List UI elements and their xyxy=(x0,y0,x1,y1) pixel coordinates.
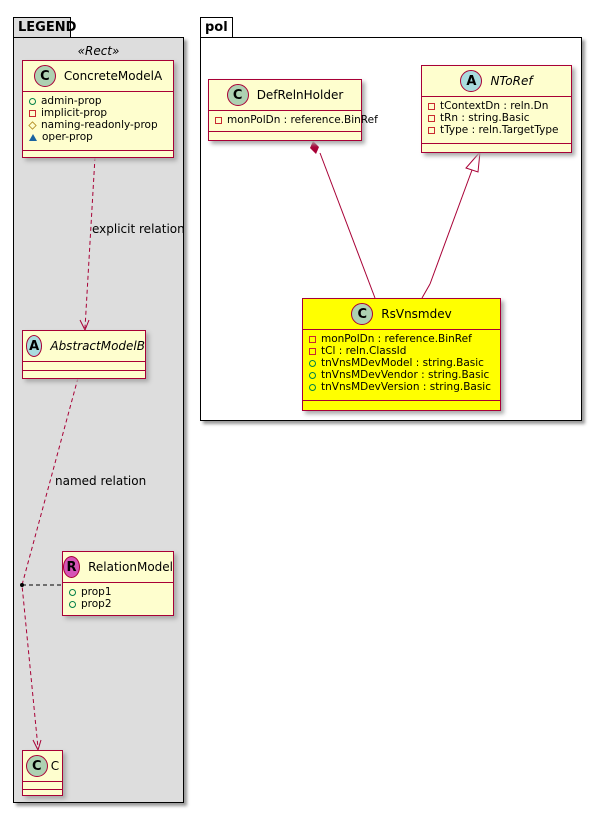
pol-package-name: pol xyxy=(205,20,228,35)
private-icon xyxy=(309,347,316,355)
protected-icon xyxy=(28,120,37,130)
private-icon xyxy=(309,335,316,343)
class-c-icon: C xyxy=(226,84,249,106)
composition-edge xyxy=(319,152,376,299)
attribute: naming-readonly-prop xyxy=(41,119,158,131)
class-def-reln-holder[interactable]: C DefRelnHolder monPolDn : reference.BinR… xyxy=(208,79,378,141)
private-icon xyxy=(29,109,36,117)
class-concrete-model-a[interactable]: C ConcreteModelA admin-prop implicit-prop… xyxy=(22,60,174,158)
class-abstract-model-b[interactable]: A AbstractModelB xyxy=(22,330,146,379)
class-name: NToRef xyxy=(490,74,533,88)
association-point xyxy=(20,583,24,587)
private-icon xyxy=(428,102,435,110)
attribute: tContextDn : reln.Dn xyxy=(440,100,549,112)
class-name: ConcreteModelA xyxy=(63,69,163,83)
class-relation-model[interactable]: R RelationModel prop1 prop2 xyxy=(62,551,174,616)
abstract-a-icon: A xyxy=(460,70,483,92)
attribute: tType : reln.TargetType xyxy=(440,124,559,136)
class-name: RelationModel xyxy=(88,560,173,574)
relation-r-icon: R xyxy=(63,556,81,578)
attribute: oper-prop xyxy=(42,131,93,143)
attribute: admin-prop xyxy=(41,95,102,107)
class-name: AbstractModelB xyxy=(50,339,145,353)
public-icon xyxy=(29,97,36,105)
legend-stereotype: «Rect» xyxy=(77,44,120,58)
attribute: monPolDn : reference.BinRef xyxy=(227,114,378,126)
attribute: implicit-prop xyxy=(41,107,108,119)
arrow-head xyxy=(79,319,90,332)
attribute: tnVnsMDevVendor : string.Basic xyxy=(321,369,490,381)
abstract-a-icon: A xyxy=(26,335,43,357)
named-relation-edge xyxy=(21,377,79,749)
class-ntoref[interactable]: A NToRef tContextDn : reln.Dn tRn : strin… xyxy=(421,65,572,153)
legend-package: «Rect» xyxy=(13,37,184,803)
pol-package-tab: pol xyxy=(200,17,233,38)
package-visibility-icon xyxy=(29,133,37,141)
public-icon xyxy=(309,371,316,379)
explicit-relation-label: explicit relation xyxy=(92,222,185,236)
private-icon xyxy=(428,114,435,122)
named-relation-label: named relation xyxy=(55,474,147,488)
explicit-relation-edge xyxy=(84,156,96,329)
pol-package xyxy=(200,37,582,421)
attribute: prop2 xyxy=(81,598,112,610)
class-name: DefRelnHolder xyxy=(256,88,344,102)
composition-diamond xyxy=(310,141,319,154)
legend-package-tab: LEGEND xyxy=(13,17,76,38)
private-icon xyxy=(428,126,435,134)
inheritance-edge xyxy=(421,283,431,299)
class-name: C xyxy=(50,759,60,773)
attribute: prop1 xyxy=(81,586,112,598)
public-icon xyxy=(69,600,76,608)
attribute: monPolDn : reference.BinRef xyxy=(321,333,472,345)
private-icon xyxy=(215,116,222,124)
public-icon xyxy=(69,588,76,596)
public-icon xyxy=(309,359,316,367)
public-icon xyxy=(309,383,316,391)
class-c-icon: C xyxy=(351,303,374,325)
attribute: tnVnsMDevModel : string.Basic xyxy=(321,357,484,369)
inheritance-edge-line xyxy=(429,169,473,285)
attribute: tRn : string.Basic xyxy=(440,112,530,124)
class-rsvnsmdev[interactable]: C RsVnsmdev monPolDn : reference.BinRef t… xyxy=(302,298,501,411)
attribute: tCl : reln.ClassId xyxy=(321,345,407,357)
inheritance-triangle xyxy=(465,150,481,173)
class-name: RsVnsmdev xyxy=(381,307,452,321)
attribute: tnVnsMDevVersion : string.Basic xyxy=(321,381,491,393)
class-c-icon: C xyxy=(33,65,56,87)
legend-package-name: LEGEND xyxy=(18,20,77,35)
class-c-icon: C xyxy=(25,755,48,777)
